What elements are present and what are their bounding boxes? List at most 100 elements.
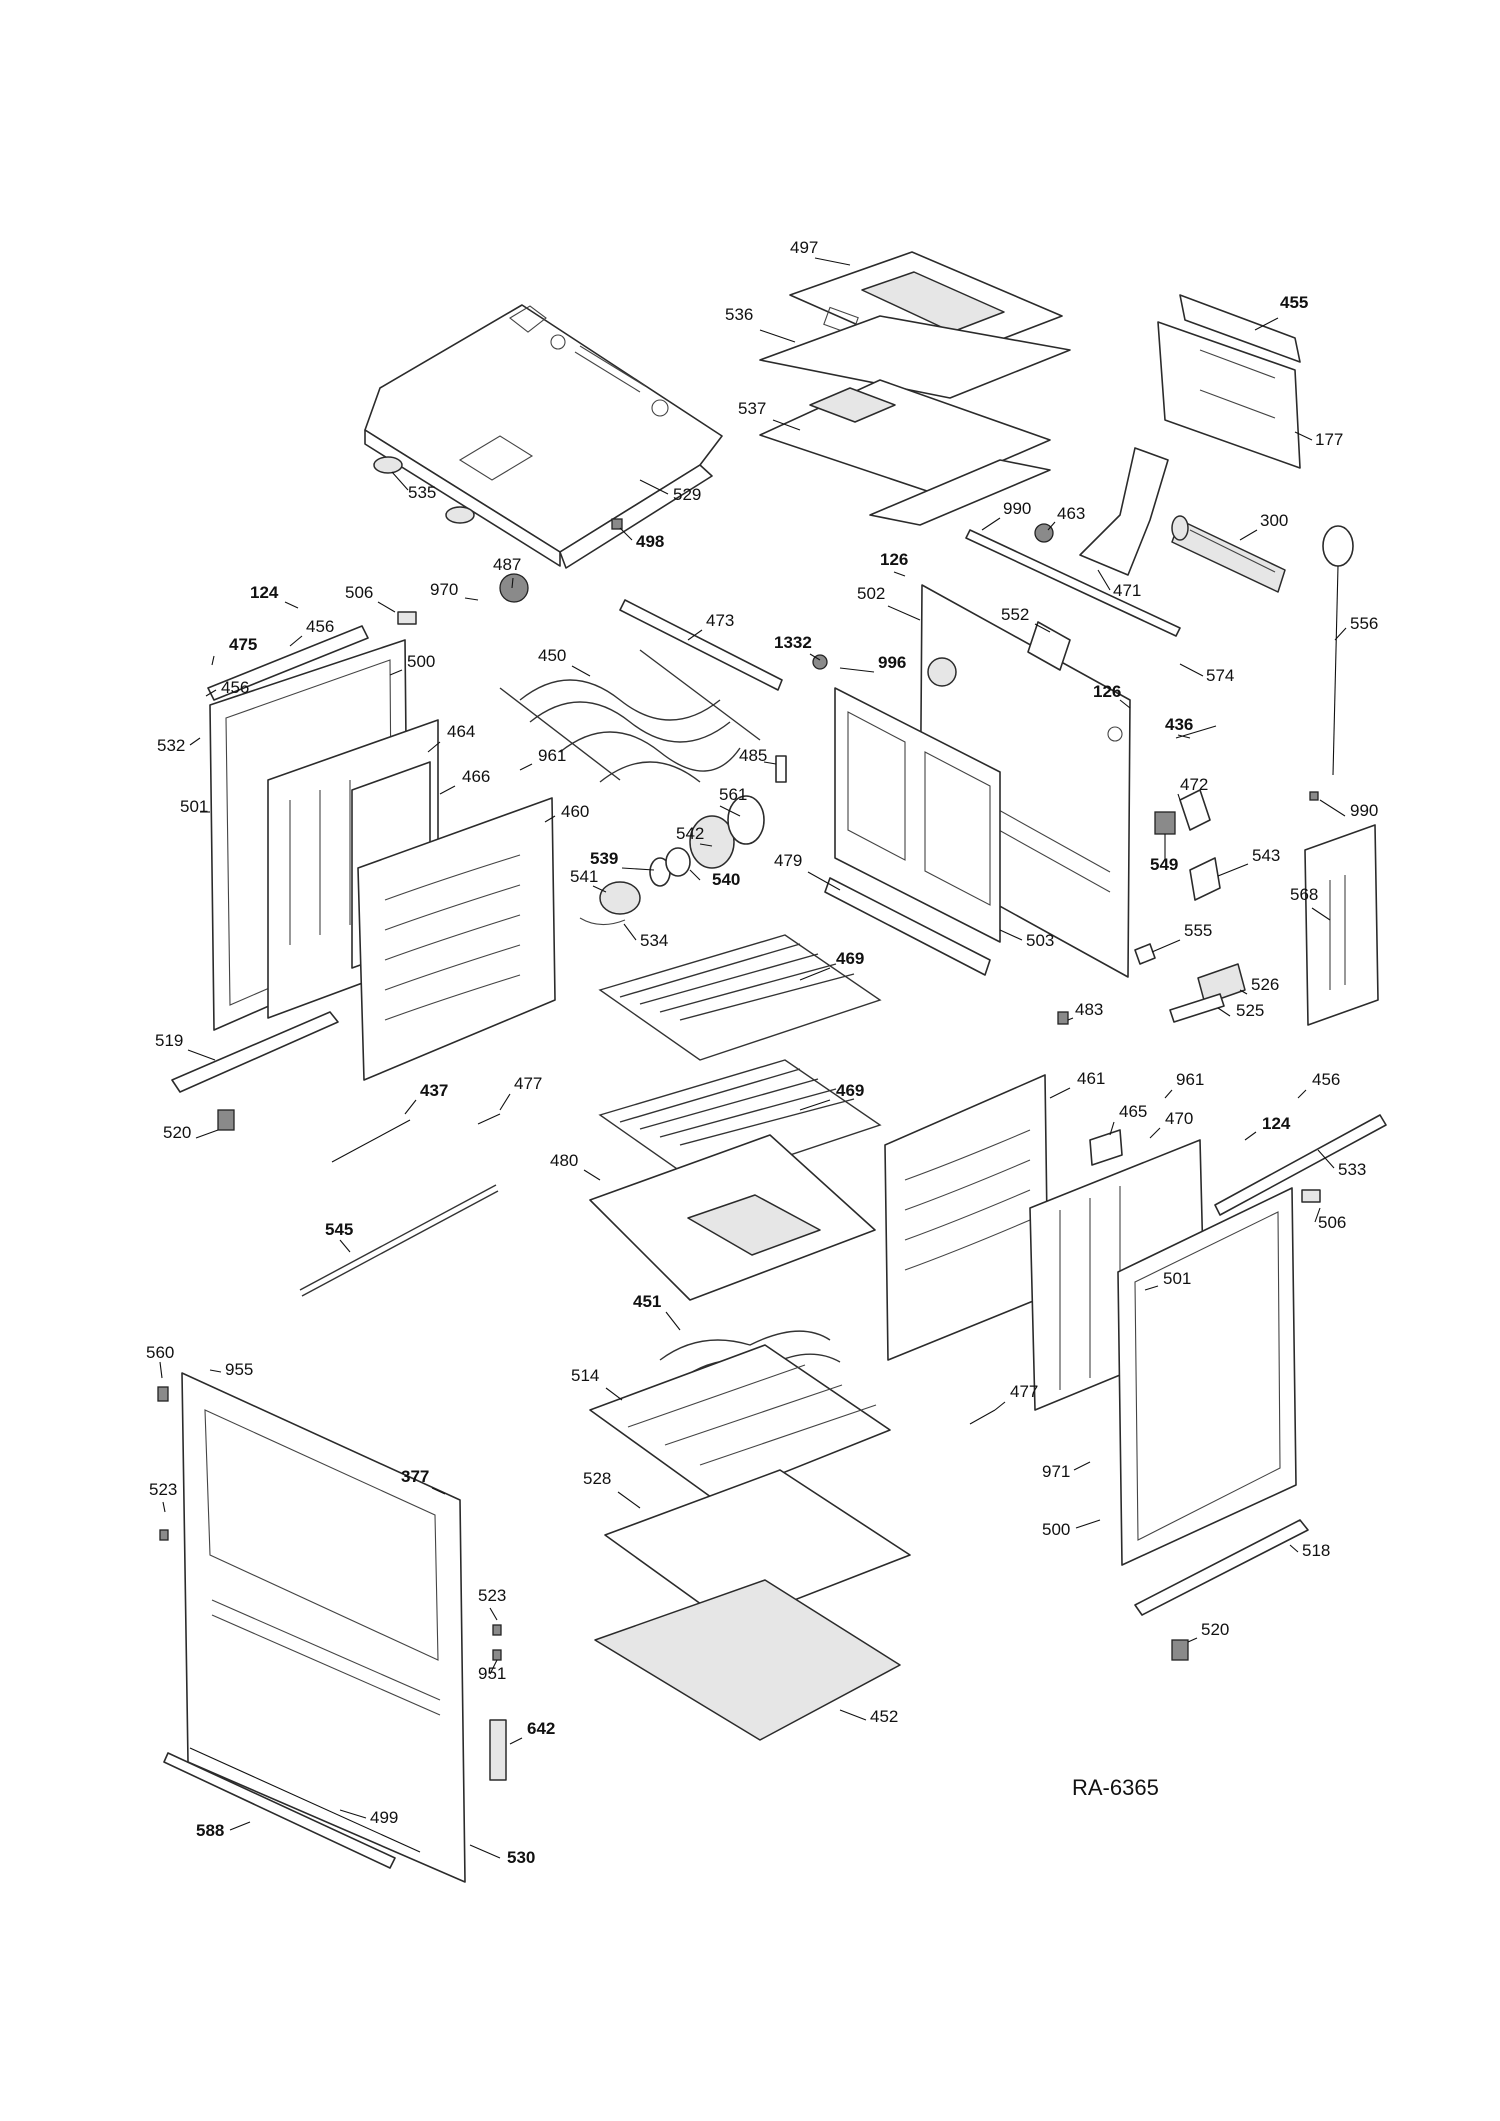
callout-label-951: 951: [478, 1664, 506, 1683]
callout-label-514: 514: [571, 1366, 599, 1385]
callout-label-300: 300: [1260, 511, 1288, 530]
leader-line-519: [187, 1049, 216, 1061]
callout-label-970: 970: [430, 580, 458, 599]
part-990-screw: [1309, 791, 1319, 801]
callout-label-126: 126: [880, 550, 908, 569]
part-535-bracket: [373, 456, 475, 524]
callout-label-469: 469: [836, 949, 864, 968]
callout-label-568: 568: [1290, 885, 1318, 904]
part-437-rod: [331, 1119, 411, 1163]
callout-label-523: 523: [478, 1586, 506, 1605]
leader-line-555: [1151, 939, 1181, 953]
part-498-clip: [611, 518, 623, 530]
leader-line-124: [1244, 1131, 1257, 1141]
part-523-screw: [159, 1529, 169, 1541]
callout-label-456: 456: [306, 617, 334, 636]
callout-label-574: 574: [1206, 666, 1234, 685]
part-487-valve: [499, 573, 529, 603]
part-519-hinge: [171, 1011, 339, 1093]
callout-label-642: 642: [527, 1719, 555, 1738]
leader-line-1332: [809, 653, 821, 661]
callout-label-523: 523: [149, 1480, 177, 1499]
callout-label-501: 501: [180, 797, 208, 816]
callout-label-498: 498: [636, 532, 664, 551]
part-463-knob: [1034, 523, 1054, 543]
callout-label-451: 451: [633, 1292, 661, 1311]
leader-line-642: [509, 1737, 523, 1745]
part-555-bracket: [1134, 943, 1156, 965]
leader-line-377: [431, 1487, 446, 1495]
callout-label-499: 499: [370, 1808, 398, 1827]
callout-label-501: 501: [1163, 1269, 1191, 1288]
part-506-pad-right: [1301, 1189, 1321, 1203]
callout-label-542: 542: [676, 824, 704, 843]
leader-line-472: [1177, 793, 1181, 801]
leader-line-126: [893, 571, 906, 577]
callout-label-479: 479: [774, 851, 802, 870]
callout-label-552: 552: [1001, 605, 1029, 624]
callout-label-177: 177: [1315, 430, 1343, 449]
leader-line-503: [999, 929, 1023, 941]
leader-line-177: [1294, 431, 1313, 441]
leader-line-561: [719, 805, 741, 817]
leader-line-506: [1314, 1207, 1321, 1223]
part-520-hinge-pin: [217, 1109, 235, 1131]
callout-label-460: 460: [561, 802, 589, 821]
leader-line-543: [1217, 863, 1249, 877]
part-477-rod-right: [969, 1409, 996, 1425]
leader-line-528: [617, 1491, 641, 1509]
leader-line-498: [619, 527, 633, 541]
callout-label-472: 472: [1180, 775, 1208, 794]
callout-label-528: 528: [583, 1469, 611, 1488]
leader-line-461: [1049, 1087, 1071, 1099]
leader-line-460: [544, 815, 556, 823]
part-469-rack-lower: [598, 1059, 882, 1186]
callout-label-461: 461: [1077, 1069, 1105, 1088]
callout-label-990: 990: [1003, 499, 1031, 518]
part-560-clip: [157, 1386, 169, 1402]
leader-line-526: [1239, 989, 1248, 995]
part-526-terminal-block: [1197, 963, 1246, 1005]
callout-label-456: 456: [221, 678, 249, 697]
part-523-screw-right: [492, 1624, 502, 1636]
callout-label-452: 452: [870, 1707, 898, 1726]
leader-line-465: [1109, 1121, 1115, 1136]
leader-line-480: [583, 1169, 601, 1181]
callout-label-555: 555: [1184, 921, 1212, 940]
callout-label-549: 549: [1150, 855, 1178, 874]
callout-label-455: 455: [1280, 293, 1308, 312]
callout-label-124: 124: [1262, 1114, 1291, 1133]
leader-line-518: [1289, 1544, 1299, 1553]
leader-line-539: [621, 867, 655, 871]
leader-line-466: [439, 785, 456, 795]
callout-label-536: 536: [725, 305, 753, 324]
leader-line-502: [887, 605, 921, 621]
callout-label-537: 537: [738, 399, 766, 418]
leader-line-471: [1097, 569, 1111, 591]
callout-label-561: 561: [719, 785, 747, 804]
leader-line-556: [1334, 627, 1347, 641]
leader-line-552: [1034, 623, 1051, 633]
part-452-insulation-pad: [594, 1579, 901, 1741]
callout-label-556: 556: [1350, 614, 1378, 633]
callout-label-466: 466: [462, 767, 490, 786]
part-540-lens: [665, 847, 691, 877]
leader-line-500: [389, 669, 403, 676]
callout-label-497: 497: [790, 238, 818, 257]
leader-line-500: [1075, 1519, 1101, 1529]
part-499-wire: [189, 1747, 421, 1853]
part-300-fan: [1171, 515, 1286, 593]
callout-label-540: 540: [712, 870, 740, 889]
callout-label-450: 450: [538, 646, 566, 665]
callout-label-503: 503: [1026, 931, 1054, 950]
part-450-broil-element: [499, 649, 761, 783]
leader-line-477: [994, 1401, 1006, 1411]
callout-label-539: 539: [590, 849, 618, 868]
callout-label-456: 456: [1312, 1070, 1340, 1089]
leader-line-568: [1311, 907, 1331, 921]
leader-line-535: [391, 471, 409, 491]
callout-label-541: 541: [570, 867, 598, 886]
leader-line-520: [1187, 1637, 1198, 1643]
leader-line-520: [195, 1129, 219, 1139]
callout-label-506: 506: [1318, 1213, 1346, 1232]
